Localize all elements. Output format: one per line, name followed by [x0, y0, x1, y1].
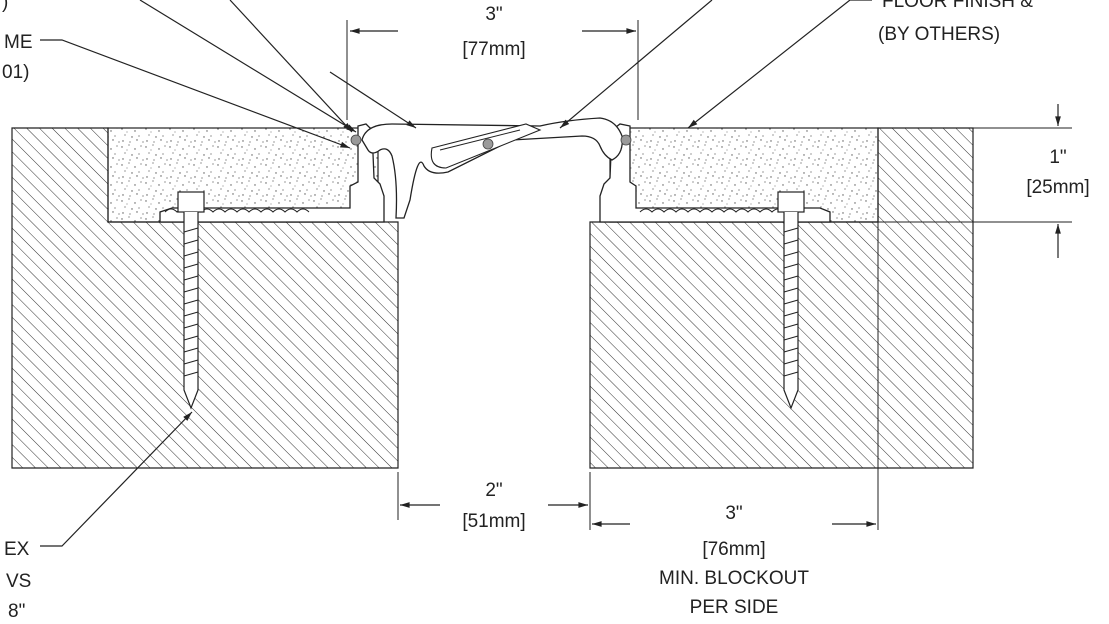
hex-screw-right	[777, 191, 805, 410]
dim-blockout-note-line1: MIN. BLOCKOUT	[659, 568, 809, 589]
pin-center	[482, 138, 494, 150]
extension-lines	[346, 20, 1072, 530]
callout-screw-line2: VS	[6, 571, 31, 592]
dim-top-imperial: 3"	[485, 4, 502, 25]
pin-right	[620, 134, 632, 146]
callout-top-left-line1: )	[2, 0, 8, 13]
aluminum-frame-right	[599, 123, 831, 223]
dim-blockout-imperial: 3"	[725, 503, 742, 524]
hex-screw-left	[177, 191, 205, 410]
dim-gap-imperial: 2"	[485, 480, 502, 501]
pin-left	[350, 134, 362, 146]
center-cover-plate	[361, 117, 623, 219]
dim-blockout-metric: [76mm]	[702, 539, 765, 560]
callout-top-left-line2: ME	[4, 32, 33, 53]
dim-blockout-note-line2: PER SIDE	[690, 597, 779, 618]
callout-screw-line3: 8"	[8, 601, 25, 622]
callout-top-left-line3: 01)	[2, 62, 29, 83]
dim-right-metric: [25mm]	[1026, 177, 1089, 198]
callout-floor-finish-line2: (BY OTHERS)	[878, 24, 1000, 45]
leader-lines	[40, 0, 872, 547]
nosing-blockout-left	[107, 127, 379, 223]
callout-screw-line1: EX	[4, 539, 30, 560]
dim-top-metric: [77mm]	[462, 39, 525, 60]
dim-gap-metric: [51mm]	[462, 511, 525, 532]
callout-floor-finish-line1: FLOOR FINISH &	[882, 0, 1033, 12]
dim-right-imperial: 1"	[1049, 147, 1066, 168]
dimension-lines	[350, 28, 1061, 527]
